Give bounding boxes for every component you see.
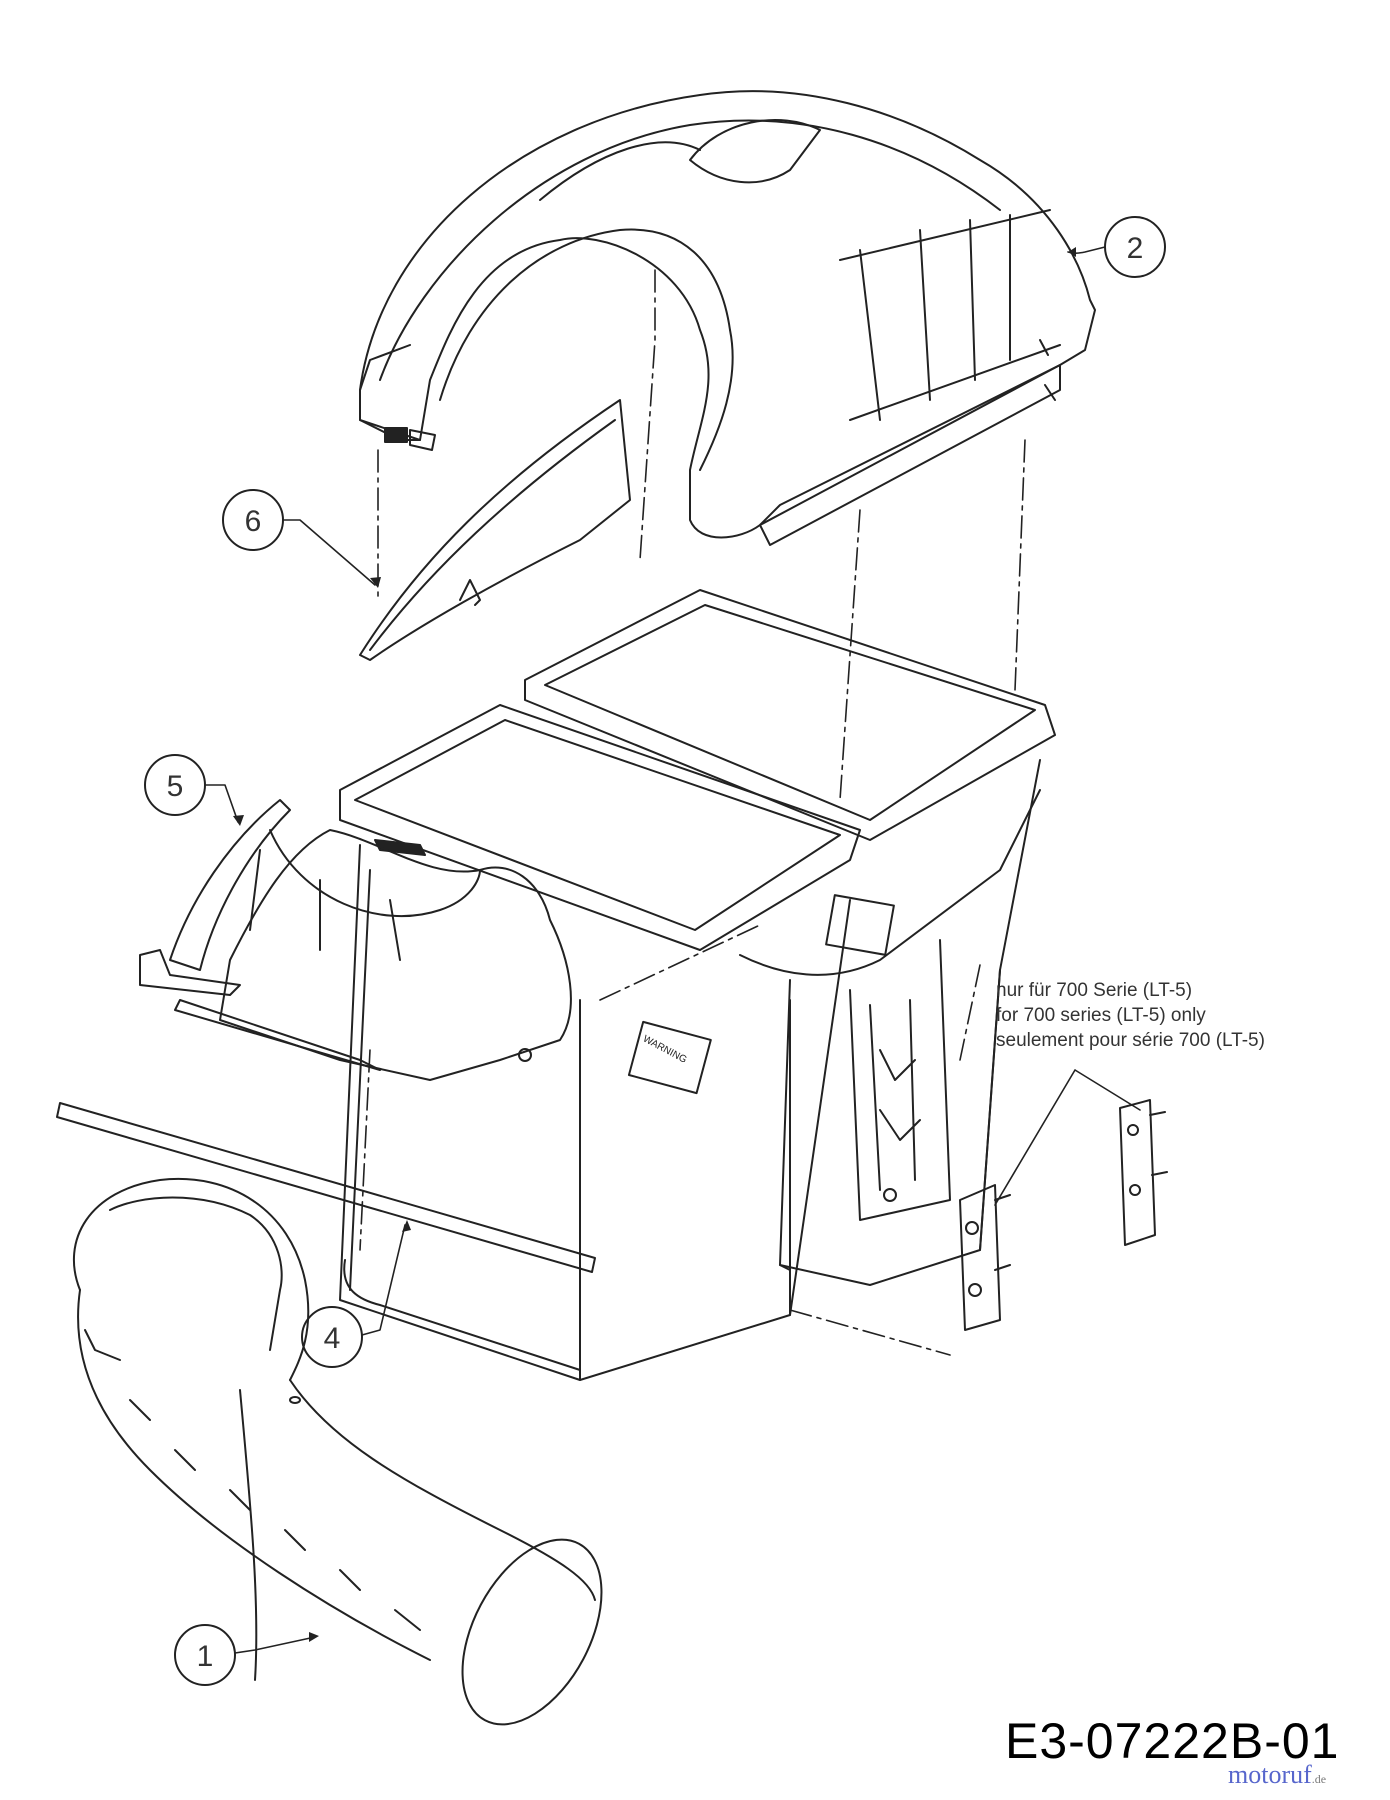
watermark-brand: motoruf bbox=[1228, 1760, 1312, 1789]
discharge-chute bbox=[72, 1178, 603, 1726]
warning-decal-text: WARNING bbox=[641, 1034, 689, 1066]
support-rod bbox=[56, 1102, 596, 1273]
callout-5-label: 5 bbox=[167, 770, 184, 803]
callout-6: 6 bbox=[222, 489, 284, 551]
bag-frame bbox=[459, 579, 1041, 1221]
callout-leaders bbox=[204, 246, 1141, 1654]
alignment-lines bbox=[359, 269, 1026, 1356]
warning-decal bbox=[627, 1020, 712, 1095]
callout-4-label: 4 bbox=[324, 1322, 341, 1355]
note-line-fr: seulement pour série 700 (LT-5) bbox=[996, 1030, 1265, 1051]
chute-adapter bbox=[139, 799, 572, 1081]
motoruf-watermark: motoruf.de bbox=[1228, 1760, 1326, 1790]
deflector-flap bbox=[359, 399, 631, 661]
hinge-bracket-left bbox=[959, 1184, 1011, 1331]
chute-outlet-rim bbox=[461, 1538, 603, 1726]
warning-decal-right bbox=[825, 894, 895, 956]
grass-bag-left: WARNING bbox=[339, 704, 861, 1381]
callout-1-label: 1 bbox=[197, 1640, 214, 1673]
note-line-en: for 700 series (LT-5) only bbox=[996, 1005, 1206, 1026]
callout-5: 5 bbox=[144, 754, 206, 816]
callout-2: 2 bbox=[1104, 216, 1166, 278]
hinge-bracket-right bbox=[1119, 1099, 1168, 1246]
lt5-note: nur für 700 Serie (LT-5) for 700 series … bbox=[996, 978, 1265, 1053]
leader-arrowheads bbox=[233, 247, 1076, 1642]
grass-bag-right bbox=[524, 589, 1056, 1286]
callout-4: 4 bbox=[301, 1306, 363, 1368]
callout-6-label: 6 bbox=[245, 505, 262, 538]
watermark-suffix: .de bbox=[1311, 1772, 1327, 1786]
callout-1: 1 bbox=[174, 1624, 236, 1686]
diagram-reference-code: E3-07222B-01 bbox=[1005, 1713, 1340, 1769]
lid-cover bbox=[359, 90, 1096, 546]
callout-2-label: 2 bbox=[1127, 232, 1144, 265]
note-line-de: nur für 700 Serie (LT-5) bbox=[996, 980, 1193, 1001]
